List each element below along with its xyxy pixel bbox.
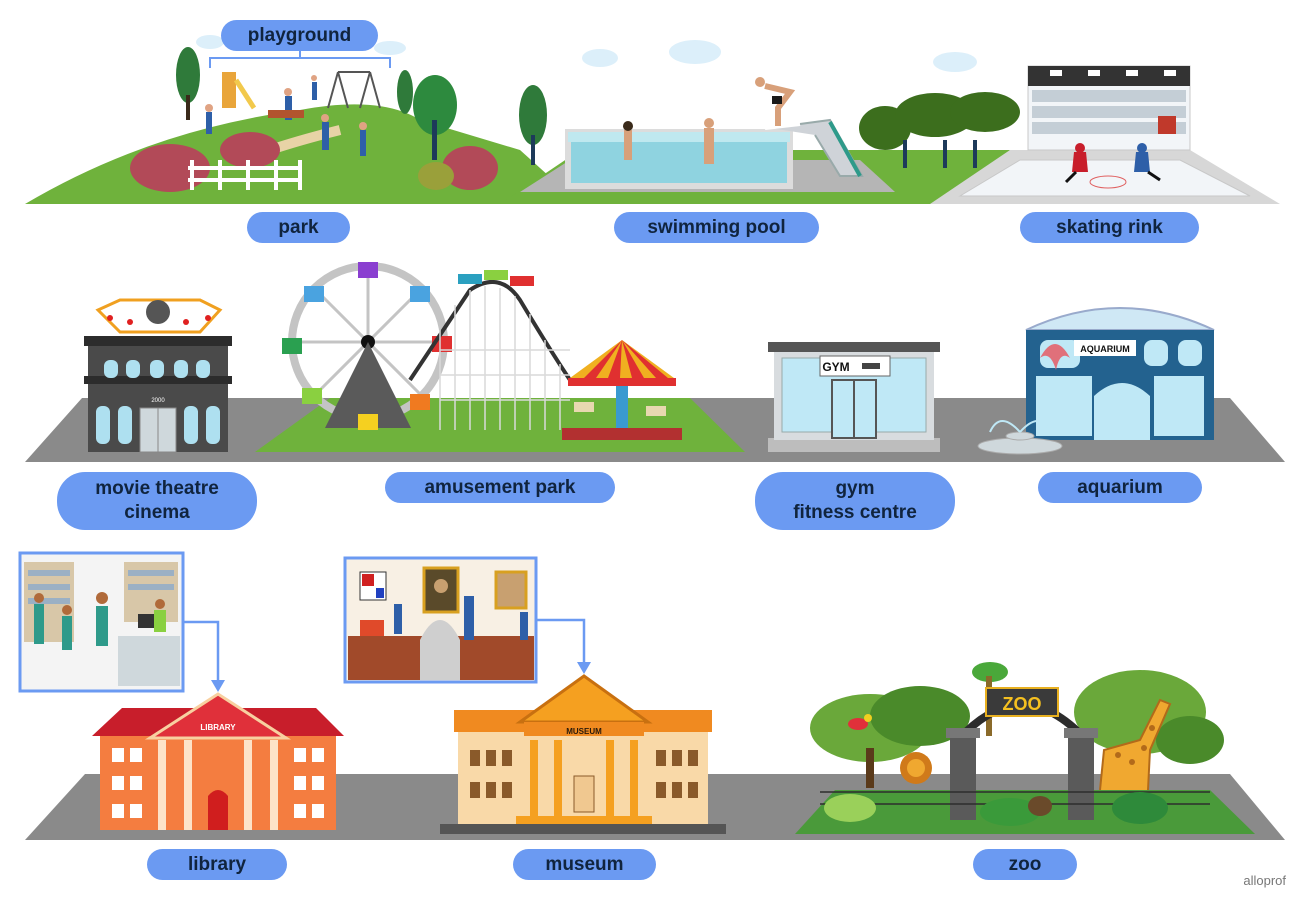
label-park: park: [247, 212, 350, 243]
skating-rink-scene: [859, 65, 1280, 204]
label-museum: museum: [513, 849, 656, 880]
library-building: [92, 692, 344, 830]
label-library: library: [147, 849, 287, 880]
label-fitness-centre: fitness centre: [793, 502, 917, 523]
label-movie-theatre-cinema: movie theatre cinema: [57, 472, 257, 530]
alloprof-logo: alloprof: [1243, 873, 1286, 888]
gym-sign: GYM: [822, 360, 849, 374]
museum-building: [440, 674, 726, 834]
gym-building: [768, 342, 940, 452]
park-scene: [25, 47, 580, 204]
amusement-park-scene: [255, 262, 745, 452]
movie-theatre-building: [84, 298, 232, 453]
museum-interior-inset: [343, 556, 538, 684]
library-sign: LIBRARY: [200, 723, 236, 732]
aquarium-sign: AQUARIUM: [1080, 344, 1130, 354]
library-inset-arrow: [183, 620, 220, 682]
label-cinema: cinema: [124, 502, 190, 523]
cloud-icons: [196, 35, 977, 72]
label-gym: gym: [835, 478, 875, 499]
library-interior-inset: [18, 551, 185, 693]
cinema-door-sign: 2000: [151, 398, 165, 404]
aquarium-building: [977, 307, 1215, 455]
label-skating-rink: skating rink: [1020, 212, 1199, 243]
zoo-scene: [795, 662, 1255, 834]
label-playground: playground: [221, 20, 378, 51]
label-movie-theatre: movie theatre: [95, 478, 219, 499]
label-swimming-pool: swimming pool: [614, 212, 819, 243]
zoo-sign: ZOO: [1003, 694, 1042, 714]
museum-sign: MUSEUM: [566, 727, 602, 736]
label-aquarium: aquarium: [1038, 472, 1202, 503]
label-zoo: zoo: [973, 849, 1077, 880]
label-amusement-park: amusement park: [385, 472, 615, 503]
museum-inset-arrow: [536, 618, 586, 664]
label-gym-fitness-centre: gym fitness centre: [755, 472, 955, 530]
swimming-pool-scene: [500, 77, 1010, 204]
